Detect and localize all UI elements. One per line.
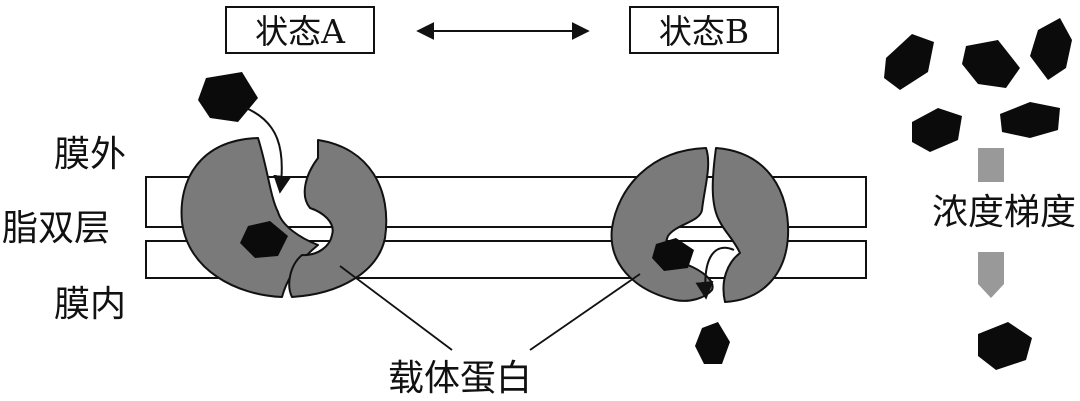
molecule-gradient-4 (912, 108, 962, 152)
state-a-label: 状态A (255, 12, 346, 51)
label-bilayer: 脂双层 (2, 208, 110, 249)
exit-arrow (695, 246, 735, 300)
carrier-protein-b (610, 147, 790, 303)
molecule-gradient-1 (884, 34, 934, 90)
protein-a-left-half (180, 137, 319, 298)
state-a-box: 状态A (225, 6, 375, 54)
carrier-leader-a (339, 265, 453, 351)
protein-b-right-half (711, 147, 790, 303)
label-inner: 膜内 (54, 284, 126, 325)
molecule-released (695, 322, 730, 364)
state-b-label: 状态B (659, 12, 749, 51)
label-gradient: 浓度梯度 (932, 192, 1076, 233)
molecule-gradient-2 (962, 40, 1020, 88)
concentration-gradient-arrow (978, 148, 1004, 298)
protein-a-right-half (288, 139, 388, 298)
entry-arrow (245, 107, 292, 194)
state-b-box: 状态B (629, 6, 779, 54)
molecule-a-inside (240, 221, 288, 258)
molecule-bottom-right (978, 322, 1032, 370)
carrier-protein-a (180, 137, 388, 298)
molecule-gradient-3 (1030, 18, 1072, 80)
molecule-entering (198, 72, 258, 122)
label-outer: 膜外 (54, 134, 126, 175)
carrier-leader-b (529, 273, 641, 351)
label-carrier: 载体蛋白 (388, 358, 532, 399)
molecule-gradient-5 (1000, 102, 1060, 138)
molecule-b-inside (652, 238, 694, 271)
